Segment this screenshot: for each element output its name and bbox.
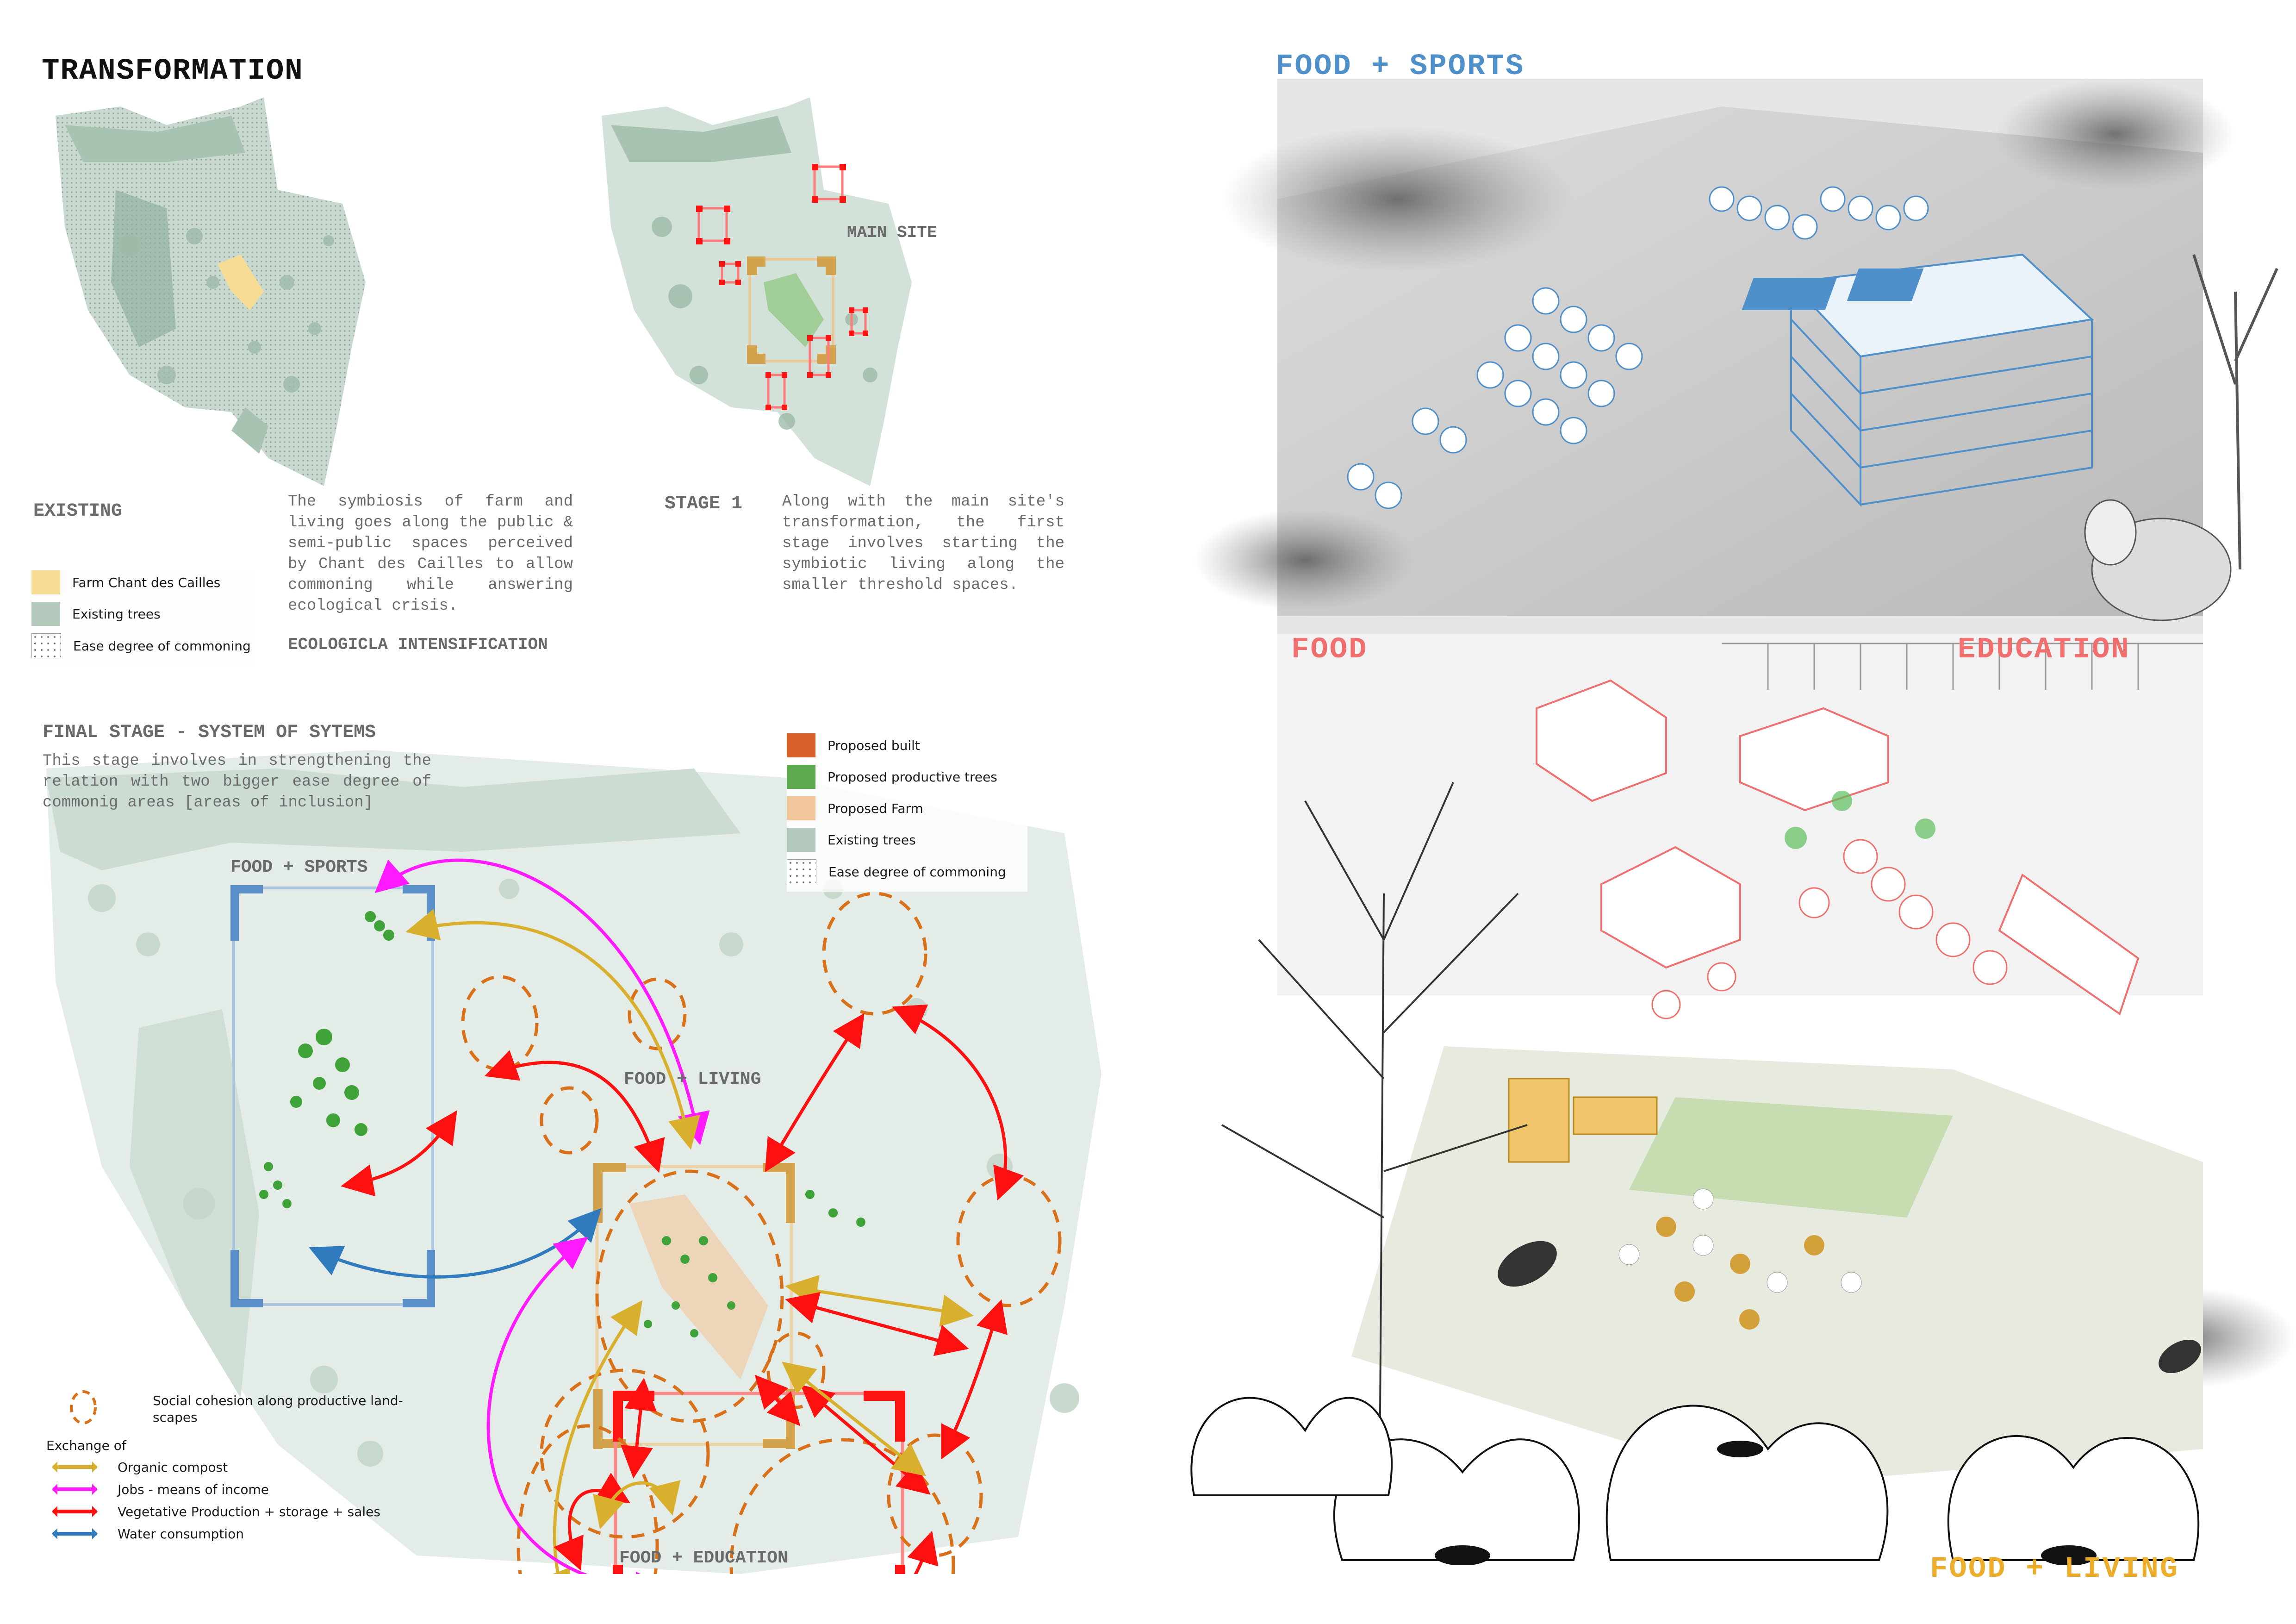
exchange-of-title: Exchange of bbox=[46, 1438, 126, 1453]
legend-item-commoning: Ease degree of commoning bbox=[31, 633, 254, 658]
render-title-food-living: FOOD + LIVING bbox=[1930, 1553, 2179, 1586]
final-stage-plan: FOOD + SPORTS FOOD + LIVING FOOD + EDUCA… bbox=[46, 750, 1111, 1574]
final-plan-graphic bbox=[46, 750, 1101, 1574]
zone-label-food-sports: FOOD + SPORTS bbox=[230, 857, 368, 877]
stage1-site-map: MAIN SITE bbox=[592, 88, 1083, 486]
existing-trees-swatch-icon bbox=[787, 828, 815, 852]
main-site-label: MAIN SITE bbox=[847, 223, 937, 242]
proposed-built-swatch-icon bbox=[787, 733, 815, 757]
exchange-legend: Social cohesion along productive land-sc… bbox=[46, 1389, 444, 1545]
dots-pattern-icon bbox=[31, 633, 61, 658]
legend-item-existing-trees: Existing trees bbox=[31, 602, 254, 626]
legend-item-existing-trees: Existing trees bbox=[787, 828, 1027, 852]
render-title-food-sports: FOOD + SPORTS bbox=[1276, 50, 1525, 83]
proposed-farm-swatch-icon bbox=[787, 796, 815, 820]
existing-subheading: ECOLOGICLA INTENSIFICATION bbox=[288, 635, 548, 654]
legend-item-commoning: Ease degree of commoning bbox=[787, 859, 1027, 884]
existing-description: The symbiosis of farm and living goes al… bbox=[288, 493, 573, 615]
legend-item-productive-trees: Proposed productive trees bbox=[787, 765, 1027, 789]
yellow-double-arrow-icon bbox=[52, 1462, 98, 1473]
existing-legend: Farm Chant des Cailles Existing trees Ea… bbox=[31, 570, 254, 666]
blue-double-arrow-icon bbox=[52, 1528, 98, 1539]
legend-item-water: Water consumption bbox=[46, 1523, 444, 1545]
legend-item-jobs: Jobs - means of income bbox=[46, 1478, 444, 1500]
dashed-circle-icon bbox=[70, 1390, 97, 1424]
dots-pattern-icon bbox=[787, 859, 816, 884]
legend-item-proposed-built: Proposed built bbox=[787, 733, 1027, 757]
final-stage-heading: FINAL STAGE - SYSTEM OF SYTEMS bbox=[43, 722, 376, 743]
legend-item-vegetative-production: Vegetative Production + storage + sales bbox=[46, 1500, 444, 1523]
magenta-double-arrow-icon bbox=[52, 1484, 98, 1495]
final-stage-legend: Proposed built Proposed productive trees… bbox=[787, 733, 1027, 892]
legend-item-farm: Farm Chant des Cailles bbox=[31, 570, 254, 594]
existing-label: EXISTING bbox=[33, 501, 123, 522]
stage1-description: Along with the main site's transformatio… bbox=[782, 493, 1064, 594]
render-title-food: FOOD bbox=[1291, 633, 1368, 667]
stage1-label: STAGE 1 bbox=[665, 493, 743, 514]
zone-label-food-education: FOOD + EDUCATION bbox=[619, 1548, 788, 1568]
existing-site-map bbox=[46, 88, 537, 486]
render-illustration bbox=[1190, 79, 2296, 1565]
existing-map-graphic bbox=[56, 97, 366, 486]
page-title: TRANSFORMATION bbox=[42, 55, 304, 88]
final-stage-description: This stage involves in strengthening the… bbox=[43, 752, 431, 812]
productive-trees-swatch-icon bbox=[787, 765, 815, 789]
render-title-education: EDUCATION bbox=[1958, 633, 2130, 667]
legend-item-organic-compost: Organic compost bbox=[46, 1456, 444, 1478]
zone-label-food-living: FOOD + LIVING bbox=[624, 1069, 761, 1089]
trees-swatch-icon bbox=[31, 602, 60, 626]
social-cohesion-item: Social cohesion along productive land-sc… bbox=[46, 1389, 444, 1426]
farm-swatch-icon bbox=[31, 570, 60, 594]
red-double-arrow-icon bbox=[52, 1506, 98, 1517]
aerial-render-collage bbox=[1166, 60, 2296, 1565]
stage1-map-graphic bbox=[602, 97, 912, 486]
legend-item-proposed-farm: Proposed Farm bbox=[787, 796, 1027, 820]
